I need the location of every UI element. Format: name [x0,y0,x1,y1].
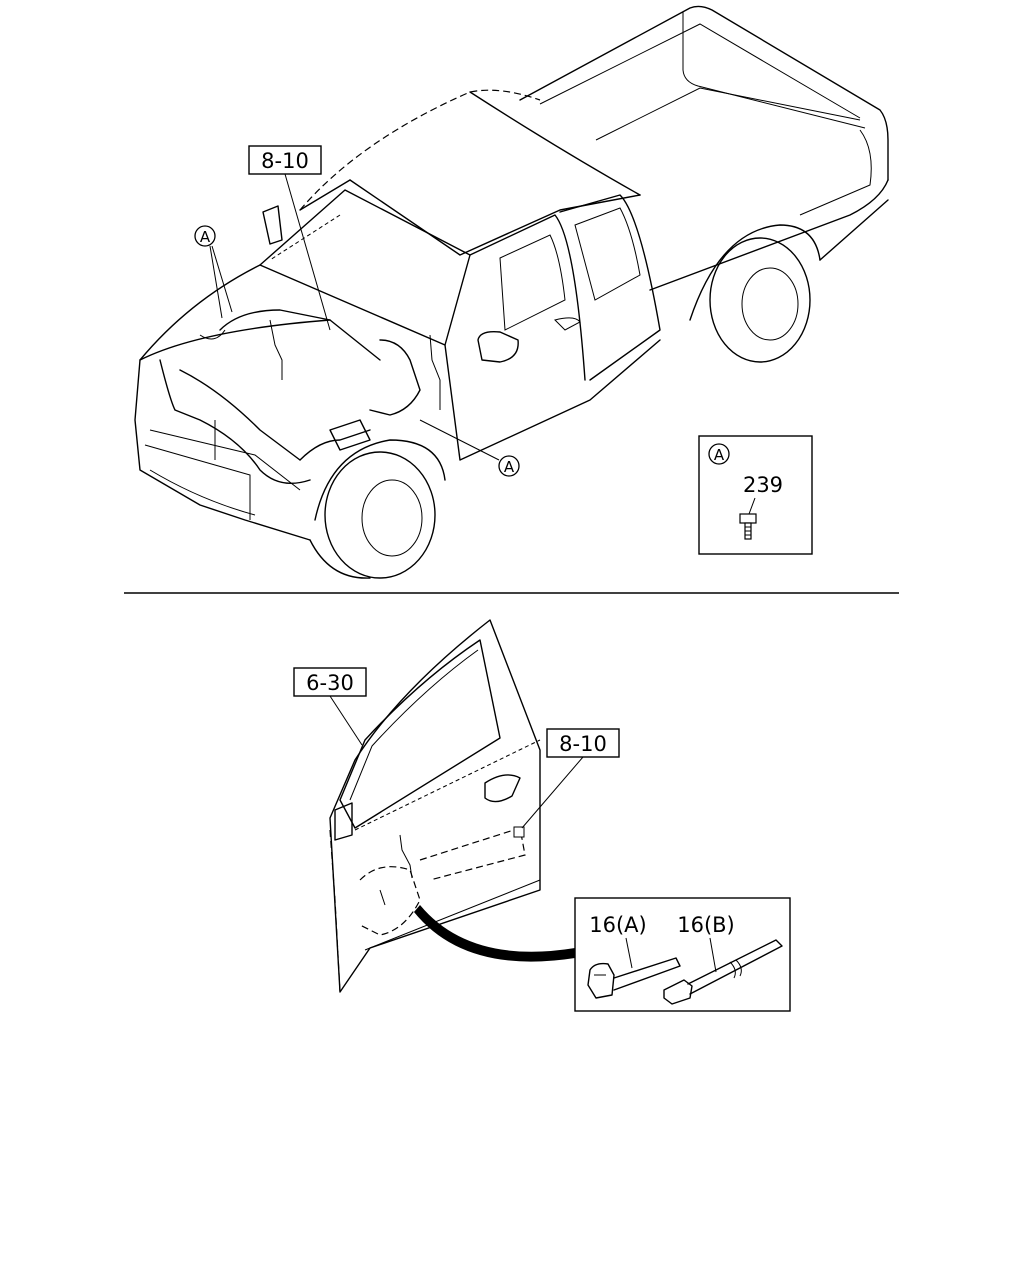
detail-a-box: A 239 [698,435,813,555]
part-16a-label: 16(A) [589,913,646,937]
callout-box-top [248,145,322,175]
marker-a-label-2: A [504,458,515,476]
bolt-icon [739,513,757,540]
door-illustration [329,619,575,993]
detail-a-marker: A [714,446,725,464]
detail-a-marker-circle [708,443,730,465]
marker-a-label-1: A [200,228,211,246]
callout-8-10-top: 8-10 [261,149,309,173]
callout-6-30: 6-30 [306,671,354,695]
detail-arrow [414,905,575,962]
part-16b-label: 16(B) [677,913,735,937]
marker-a-circle-2 [498,455,520,477]
part-number-239: 239 [743,473,783,497]
clip-detail-box: 16(A) 16(B) [574,897,791,1012]
truck-illustration [134,5,889,579]
clip-a-icon [587,957,681,999]
marker-a-circle-1 [194,225,216,247]
callout-8-10-door: 8-10 [559,732,607,756]
clip-b-icon [663,939,783,1005]
